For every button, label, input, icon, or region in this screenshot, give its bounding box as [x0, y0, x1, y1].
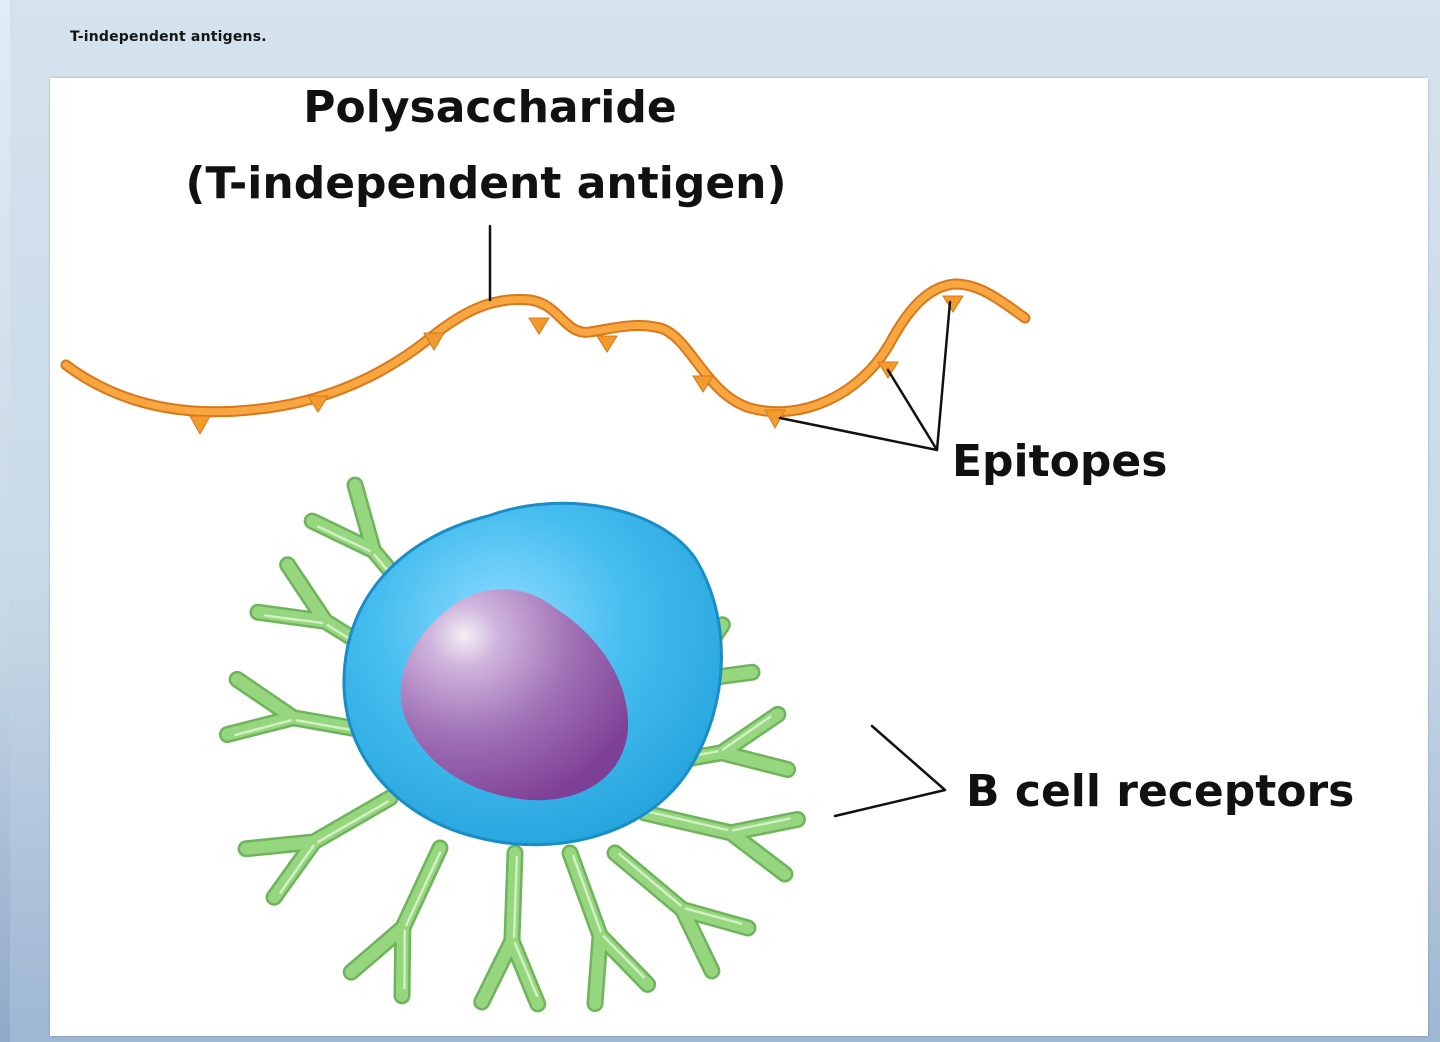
slide-title: T-independent antigens. [70, 29, 267, 45]
epitopes-leader-line [778, 300, 952, 452]
receptors-label: B cell receptors [966, 766, 1354, 817]
slide-left-band [0, 0, 10, 1042]
epitopes-label: Epitopes [952, 436, 1167, 487]
b-cell-receptor [246, 774, 404, 897]
epitope [692, 375, 714, 393]
epitopes-group [189, 295, 964, 436]
diagram-canvas: Polysaccharide (T-independent antigen) E… [60, 82, 1354, 1036]
epitope [189, 415, 211, 436]
epitope [423, 332, 445, 351]
b-cell-receptor [482, 852, 543, 1004]
epitope [528, 317, 550, 335]
b-cell-receptor [351, 836, 465, 996]
epitope [596, 335, 618, 353]
receptors-leader-line [833, 724, 947, 818]
antigen-label-line1: Polysaccharide [303, 82, 676, 133]
epitope [942, 295, 964, 313]
diagram-panel: Polysaccharide (T-independent antigen) E… [50, 78, 1428, 1036]
nucleus [400, 589, 629, 801]
antigen-label-line2: (T-independent antigen) [185, 158, 786, 209]
epitope [307, 395, 329, 413]
